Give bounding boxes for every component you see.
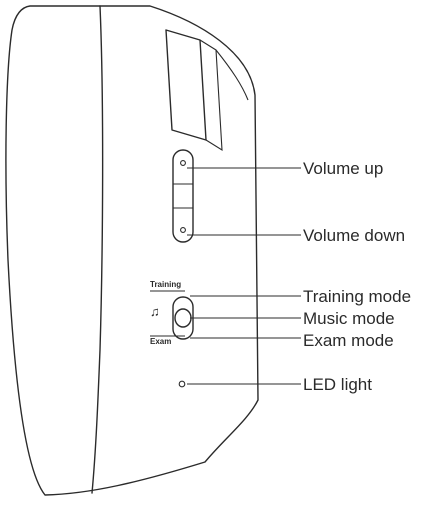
volume-rocker-body (172, 149, 194, 243)
volume-down-dot-icon (180, 227, 186, 233)
training-mode-callout: Training mode (303, 287, 411, 306)
exam-switch-label: Exam (150, 337, 171, 346)
volume-up-dot-icon (180, 160, 186, 166)
volume-up-callout: Volume up (303, 159, 383, 178)
volume-down-callout: Volume down (303, 226, 405, 245)
headband-strap (165, 29, 207, 141)
device-body-outline (5, 5, 259, 496)
led-light-icon (178, 380, 186, 388)
device-seam-line (91, 5, 104, 494)
headband-strap-edge (215, 49, 249, 101)
music-note-icon: ♫ (150, 304, 160, 319)
mode-switch-knob (174, 308, 192, 328)
training-switch-label: Training (150, 280, 181, 289)
music-mode-callout: Music mode (303, 309, 395, 328)
exam-mode-callout: Exam mode (303, 331, 394, 350)
volume-rocker[interactable] (172, 149, 194, 243)
headband-strap-inner (199, 39, 223, 152)
led-light-callout: LED light (303, 375, 372, 394)
